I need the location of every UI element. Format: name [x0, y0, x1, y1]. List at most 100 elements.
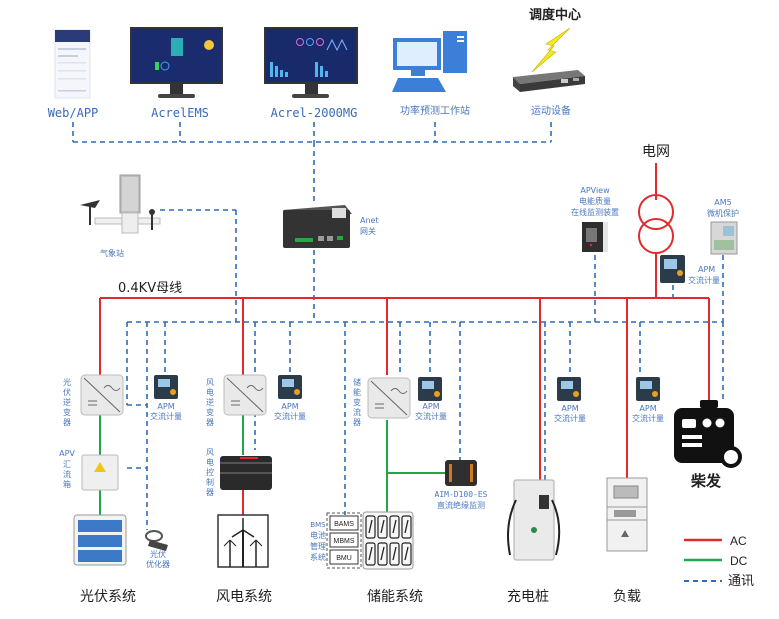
ev-charger-device[interactable]	[507, 479, 561, 561]
acrel-ems-monitor[interactable]	[130, 27, 223, 98]
apm-meter-storage[interactable]	[418, 377, 442, 401]
legend-ac-label: AC	[730, 534, 747, 548]
wind-system-label: 风电系统	[216, 589, 272, 605]
apm-meter-wind[interactable]	[278, 375, 302, 399]
apm-wind-model: APM	[281, 402, 298, 411]
communication-lines	[72, 122, 724, 530]
charger-system-label: 充电桩	[507, 588, 549, 605]
pv-inverter-label: 光 伏 逆 变 器	[63, 377, 71, 427]
apm-pv-model: APM	[157, 402, 174, 411]
apm-load-name: 交流计量	[632, 413, 664, 423]
svg-text:流: 流	[63, 469, 71, 479]
am5-name: 微机保护	[707, 208, 739, 218]
svg-text:流: 流	[353, 407, 361, 417]
acrel-2000mg-label: Acrel-2000MG	[271, 106, 358, 120]
acrel-ems-label: AcrelEMS	[151, 106, 209, 120]
anet-gateway-device[interactable]	[283, 205, 352, 248]
gateway-name: 网关	[360, 226, 376, 236]
apm-charger-name: 交流计量	[554, 413, 586, 423]
svg-text:光: 光	[63, 377, 71, 387]
diesel-generator-icon[interactable]	[674, 400, 742, 468]
am5-model: AM5	[714, 198, 731, 207]
apm-meter-charger[interactable]	[557, 377, 581, 401]
apm-meter-grid[interactable]	[660, 255, 685, 283]
apm-meter-load[interactable]	[636, 377, 660, 401]
svg-text:器: 器	[206, 418, 214, 427]
combiner-box-device[interactable]	[81, 454, 119, 491]
telecontrol-label: 运动设备	[531, 104, 571, 117]
storage-pcs-label: 储 能 变 流 器	[353, 377, 361, 427]
svg-text:风: 风	[206, 378, 214, 387]
wind-inverter-device[interactable]	[223, 374, 267, 416]
mbms-box: MBMS	[334, 538, 355, 545]
svg-text:逆: 逆	[206, 397, 214, 407]
pv-inverter-device[interactable]	[80, 374, 124, 416]
wind-controller-device[interactable]	[220, 456, 272, 490]
weather-station-label: 气象站	[100, 248, 124, 258]
wind-inverter-label: 风 电 逆 变 器	[206, 378, 214, 427]
svg-text:变: 变	[353, 397, 361, 407]
storage-pcs-device[interactable]	[367, 377, 411, 419]
web-app-label: Web/APP	[48, 106, 99, 120]
grid-label: 电网	[642, 144, 670, 160]
forecast-workstation-icon[interactable]	[392, 31, 467, 92]
apm-charger-model: APM	[561, 404, 578, 413]
apm-wind-name: 交流计量	[274, 411, 306, 421]
apview-line1: 电能质量	[579, 196, 611, 206]
svg-text:变: 变	[206, 407, 214, 417]
apm-storage-model: APM	[422, 402, 439, 411]
apview-device[interactable]	[582, 222, 608, 252]
battery-pack-icon	[362, 511, 414, 570]
optimizer-label-1: 光伏	[150, 549, 166, 559]
legend: AC DC 通讯	[684, 534, 754, 589]
svg-text:伏: 伏	[63, 387, 71, 397]
apm-pv-name: 交流计量	[150, 411, 182, 421]
svg-text:控: 控	[206, 467, 214, 477]
bmu-box: BMU	[336, 555, 352, 562]
aim-model: AIM-D100-ES	[435, 490, 488, 499]
aim-insulation-monitor-device[interactable]	[445, 460, 477, 486]
svg-text:电: 电	[206, 387, 214, 397]
transformer-icon	[638, 194, 674, 254]
svg-text:风: 风	[206, 448, 214, 457]
telecontrol-device[interactable]	[513, 70, 585, 92]
apm-storage-name: 交流计量	[415, 411, 447, 421]
pv-optimizer-device[interactable]	[145, 530, 168, 551]
solar-panel-icon	[73, 514, 127, 566]
legend-com-label: 通讯	[728, 574, 754, 589]
apview-model: APView	[580, 186, 610, 195]
load-system-label: 负载	[613, 589, 641, 605]
lightning-icon	[531, 27, 571, 73]
svg-text:BMS: BMS	[310, 521, 326, 529]
apm-meter-pv[interactable]	[154, 375, 178, 399]
bams-box: BAMS	[334, 521, 354, 528]
dc-lines	[99, 415, 445, 515]
svg-text:电: 电	[206, 457, 214, 467]
bms-label: BMS 电池 管理 系统	[310, 521, 326, 562]
svg-text:箱: 箱	[63, 479, 71, 489]
wind-controller-label: 风 电 控 制 器	[206, 448, 214, 497]
am5-protection-device[interactable]	[710, 221, 738, 255]
svg-text:系统: 系统	[310, 552, 326, 562]
svg-text:逆: 逆	[63, 397, 71, 407]
aim-name: 直流绝缘监测	[437, 500, 485, 510]
svg-text:能: 能	[353, 387, 361, 397]
weather-station-device[interactable]	[80, 174, 161, 234]
combiner-label: 汇 流 箱	[63, 460, 71, 489]
svg-text:汇: 汇	[63, 460, 71, 469]
apm-grid-model: APM	[698, 265, 715, 274]
wind-turbine-icon	[217, 514, 269, 568]
apm-load-model: APM	[639, 404, 656, 413]
acrel-2000mg-monitor[interactable]	[264, 27, 358, 98]
load-cabinet-device[interactable]	[606, 477, 648, 552]
web-app-device[interactable]	[54, 29, 91, 99]
svg-text:制: 制	[206, 477, 214, 487]
forecast-workstation-label: 功率预测工作站	[400, 104, 470, 117]
svg-text:管理: 管理	[310, 541, 326, 551]
apview-line2: 在线监测装置	[571, 207, 619, 217]
svg-text:变: 变	[63, 407, 71, 417]
gateway-model: Anet	[360, 216, 379, 225]
optimizer-label-2: 优化器	[146, 559, 170, 569]
svg-text:电池: 电池	[310, 530, 326, 540]
